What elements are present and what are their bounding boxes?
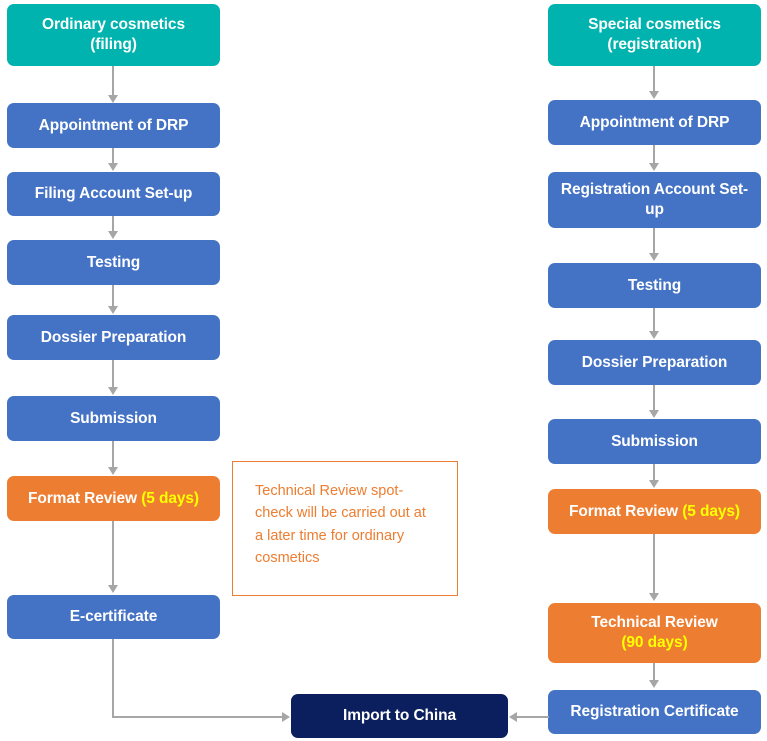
connector-l2-l3 — [112, 148, 114, 164]
connector-r5-r6 — [653, 385, 655, 411]
connector-r4-r5 — [653, 308, 655, 332]
node-duration-badge: (90 days) — [621, 634, 688, 651]
node-special-cosmetics-registration[interactable]: Special cosmetics (registration) — [548, 4, 761, 66]
node-label: E-certificate — [69, 608, 158, 626]
arrowhead-l2-l3 — [107, 163, 118, 171]
node-label: Registration Certificate — [570, 703, 739, 721]
arrowhead-l5-l6 — [107, 387, 118, 395]
node-label: Format Review — [569, 502, 683, 520]
arrowhead-r9-final — [509, 711, 517, 722]
arrowhead-r7-r8 — [648, 593, 659, 601]
node-registration-account-setup[interactable]: Registration Account Set-up — [548, 172, 761, 228]
node-label-line2: (registration) — [607, 36, 702, 53]
note-technical-review-spotcheck: Technical Review spot-check will be carr… — [232, 461, 458, 596]
node-label: Import to China — [342, 707, 457, 725]
arrowhead-l4-l5 — [107, 306, 118, 314]
node-label: Testing — [627, 276, 682, 294]
connector-l8-final-vertical — [112, 639, 114, 718]
connector-l6-l7 — [112, 441, 114, 468]
node-submission-left[interactable]: Submission — [7, 396, 220, 441]
connector-r9-final — [517, 716, 549, 718]
node-technical-review[interactable]: Technical Review (90 days) — [548, 603, 761, 663]
arrowhead-r3-r4 — [648, 253, 659, 261]
node-appointment-of-drp-right[interactable]: Appointment of DRP — [548, 100, 761, 145]
node-label: Appointment of DRP — [38, 116, 189, 134]
node-duration-badge: (5 days) — [682, 502, 740, 520]
arrowhead-l7-l8 — [107, 585, 118, 593]
arrowhead-r1-r2 — [648, 91, 659, 99]
node-registration-certificate[interactable]: Registration Certificate — [548, 690, 761, 734]
node-format-review-right[interactable]: Format Review (5 days) — [548, 489, 761, 534]
arrowhead-r8-r9 — [648, 680, 659, 688]
connector-l1-l2 — [112, 66, 114, 96]
node-testing-left[interactable]: Testing — [7, 240, 220, 285]
arrowhead-l6-l7 — [107, 467, 118, 475]
note-text: Technical Review spot-check will be carr… — [255, 483, 426, 567]
node-label: Submission — [70, 409, 157, 427]
node-label: Technical Review — [591, 614, 718, 632]
node-label: Format Review — [28, 489, 142, 507]
connector-r7-r8 — [653, 534, 655, 594]
node-label: Dossier Preparation — [581, 353, 728, 371]
connector-l4-l5 — [112, 285, 114, 307]
arrowhead-l8-final — [282, 711, 290, 722]
node-dossier-preparation-right[interactable]: Dossier Preparation — [548, 340, 761, 385]
node-label: Appointment of DRP — [579, 113, 730, 131]
connector-r1-r2 — [653, 66, 655, 92]
node-label: Filing Account Set-up — [34, 185, 193, 203]
node-format-review-left[interactable]: Format Review (5 days) — [7, 476, 220, 521]
arrowhead-r2-r3 — [648, 163, 659, 171]
node-e-certificate[interactable]: E-certificate — [7, 595, 220, 639]
connector-r8-r9 — [653, 663, 655, 681]
arrowhead-r6-r7 — [648, 480, 659, 488]
node-appointment-of-drp-left[interactable]: Appointment of DRP — [7, 103, 220, 148]
connector-l8-final-horizontal — [112, 716, 282, 718]
node-duration-badge: (5 days) — [141, 489, 199, 507]
node-label: Submission — [611, 432, 698, 450]
node-dossier-preparation-left[interactable]: Dossier Preparation — [7, 315, 220, 360]
node-label-line1: Ordinary cosmetics — [42, 16, 185, 34]
arrowhead-l1-l2 — [107, 95, 118, 103]
arrowhead-r4-r5 — [648, 331, 659, 339]
node-label: Testing — [86, 253, 141, 271]
node-import-to-china[interactable]: Import to China — [291, 694, 508, 738]
node-ordinary-cosmetics-filing[interactable]: Ordinary cosmetics (filing) — [7, 4, 220, 66]
connector-r3-r4 — [653, 228, 655, 254]
node-filing-account-setup[interactable]: Filing Account Set-up — [7, 172, 220, 216]
node-label: Dossier Preparation — [40, 328, 187, 346]
connector-l3-l4 — [112, 216, 114, 232]
arrowhead-r5-r6 — [648, 410, 659, 418]
connector-r6-r7 — [653, 464, 655, 481]
connector-l7-l8 — [112, 521, 114, 586]
node-label-line2: (filing) — [90, 36, 137, 53]
node-submission-right[interactable]: Submission — [548, 419, 761, 464]
arrowhead-l3-l4 — [107, 231, 118, 239]
node-label-line1: Special cosmetics — [588, 16, 721, 34]
connector-r2-r3 — [653, 145, 655, 164]
connector-l5-l6 — [112, 360, 114, 388]
node-label: Registration Account Set-up — [560, 181, 749, 218]
node-testing-right[interactable]: Testing — [548, 263, 761, 308]
